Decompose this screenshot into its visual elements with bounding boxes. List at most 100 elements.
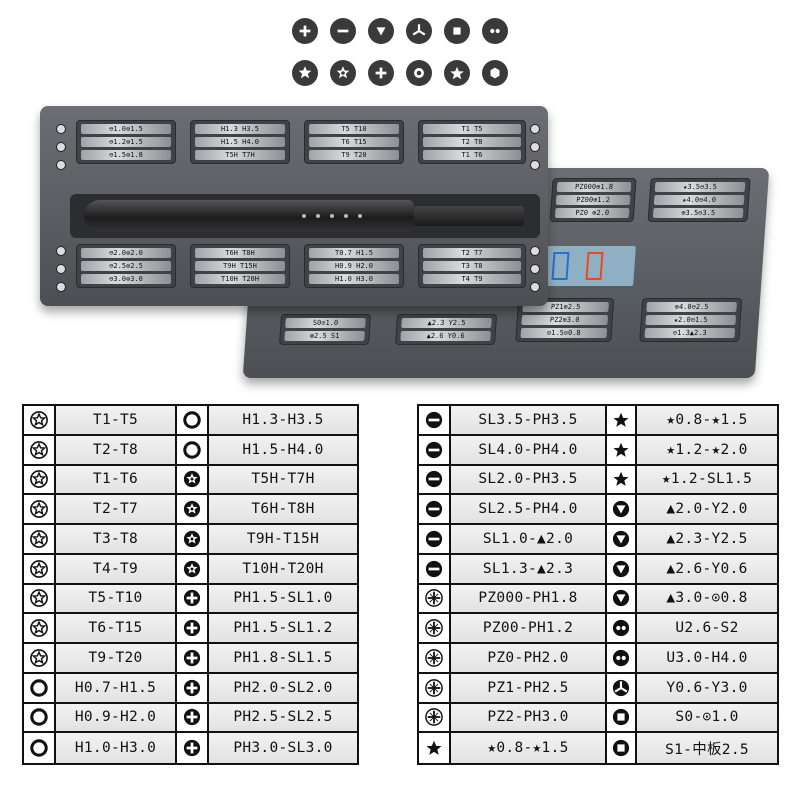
bit-spec-label: PZ2-PH3.0 xyxy=(451,703,607,734)
bit-type-icons-row-2 xyxy=(0,60,800,86)
bit-label: T1 T5 xyxy=(423,124,521,134)
bit-spec-text: PH1.5-SL1.0 xyxy=(233,590,333,607)
pentalobe-icon xyxy=(607,644,637,674)
bit-label: T5 T10 xyxy=(309,124,399,134)
bit-spec-text: ★0.8-★1.5 xyxy=(666,411,748,428)
bit-spec-text: H1.3-H3.5 xyxy=(242,411,324,428)
bit-spec-text: ★0.8-★1.5 xyxy=(487,740,569,757)
bit-spec-label: SL4.0-PH4.0 xyxy=(451,435,607,466)
star-icon xyxy=(607,406,637,436)
square-icon xyxy=(607,703,637,734)
bit-label: T2 T7 xyxy=(423,248,521,258)
bit-spec-label: SL2.5-PH4.0 xyxy=(451,495,607,525)
hex-ring-icon xyxy=(24,703,56,734)
phillips-icon xyxy=(177,733,209,763)
bit-type-marker-icon xyxy=(530,124,540,134)
phillips-icon xyxy=(368,60,394,86)
bit-spec-label: T6-T15 xyxy=(56,614,177,644)
bit-label: T0.7 H1.5 xyxy=(309,248,399,258)
bit-spec-text: T4-T9 xyxy=(92,560,139,577)
bit-spec-text: ▲2.6-Y0.6 xyxy=(666,560,748,577)
triangle-icon xyxy=(607,584,637,615)
bit-spec-text: Y0.6-Y3.0 xyxy=(666,679,748,696)
pozidriv-icon xyxy=(419,644,451,674)
tablet-graphic xyxy=(585,252,604,280)
bit-spec-label: U2.6-S2 xyxy=(637,614,777,644)
torx-star-icon xyxy=(24,495,56,525)
bit-spec-text: T5-T10 xyxy=(88,590,143,607)
bit-spec-label: SL3.5-PH3.5 xyxy=(451,406,607,436)
bit-label: H1.5 H4.0 xyxy=(195,137,285,147)
bit-type-marker-icon xyxy=(56,264,66,274)
bit-spec-label: H1.5-H4.0 xyxy=(209,435,357,466)
bit-spec-label: PZ00-PH1.2 xyxy=(451,614,607,644)
bit-label: T9H T15H xyxy=(195,261,285,271)
bit-label: ⊖1.2⊜1.5 xyxy=(81,137,171,147)
square-icon xyxy=(444,18,470,44)
bit-spec-label: PZ0-PH2.0 xyxy=(451,644,607,674)
bit-spec-text: S0-⊙1.0 xyxy=(675,709,739,726)
grip-dot xyxy=(344,214,348,218)
bit-spec-text: T6-T15 xyxy=(88,620,143,637)
bit-spec-text: SL1.0-▲2.0 xyxy=(482,530,574,547)
slotted-icon xyxy=(419,554,451,585)
bit-spec-text: SL4.0-PH4.0 xyxy=(478,441,578,458)
torx-star-icon xyxy=(24,525,56,555)
torx-star-icon xyxy=(24,406,56,436)
torx-security-icon xyxy=(177,465,209,496)
bit-spec-text: H1.0-H3.0 xyxy=(74,740,157,757)
bit-type-marker-icon xyxy=(56,282,66,292)
bit-spec-text: ★1.2-SL1.5 xyxy=(661,471,753,488)
bit-label: ⊖1.3▲2.3 xyxy=(644,328,736,338)
torx-security-icon xyxy=(177,495,209,525)
bit-type-marker-icon xyxy=(530,246,540,256)
handle-body xyxy=(84,200,414,232)
torx-star-icon xyxy=(24,584,56,615)
bit-spec-label: PH2.5-SL2.5 xyxy=(209,703,357,734)
bit-spec-text: ★1.2-★2.0 xyxy=(666,441,748,458)
bit-spec-label: ▲2.3-Y2.5 xyxy=(637,525,777,555)
bit-label: PZ2⊕3.0 xyxy=(521,315,609,325)
hexagon-icon xyxy=(482,60,508,86)
bit-type-marker-icon xyxy=(56,142,66,152)
bit-spec-label: PH1.5-SL1.2 xyxy=(209,614,357,644)
bit-type-marker-icon xyxy=(56,160,66,170)
bit-spec-label: PH1.8-SL1.5 xyxy=(209,644,357,674)
bit-spec-text: T9H-T15H xyxy=(246,530,320,547)
torx-security-icon xyxy=(177,554,209,585)
slotted-icon xyxy=(419,435,451,466)
bit-spec-text: PZ2-PH3.0 xyxy=(487,709,569,726)
bit-label: PZ0 ⊕2.0 xyxy=(554,208,630,218)
bit-label: ⊕3.5⊖3.5 xyxy=(652,208,744,218)
bit-label: T6H T8H xyxy=(195,248,285,258)
bit-spec-text: PZ00-PH1.2 xyxy=(482,620,574,637)
square-icon xyxy=(607,733,637,763)
pozidriv-icon xyxy=(419,614,451,644)
bit-spec-text: U3.0-H4.0 xyxy=(666,649,748,666)
bit-label: ⊖2.5⊜2.5 xyxy=(81,261,171,271)
bit-spec-label: T5-T10 xyxy=(56,584,177,615)
bit-spec-label: PZ1-PH2.5 xyxy=(451,673,607,704)
star-icon xyxy=(607,435,637,466)
phillips-icon xyxy=(177,644,209,674)
bit-type-icons-row-1 xyxy=(0,18,800,44)
bit-label: T3 T8 xyxy=(423,261,521,271)
bit-spec-text: T6H-T8H xyxy=(251,501,315,518)
bit-label: S0⊙1.0 xyxy=(285,318,366,328)
bit-compartment: ⊖2.0⊜2.0⊖2.5⊜2.5⊖3.0⊜3.0 xyxy=(76,244,176,288)
bit-spec-label: ▲2.0-Y2.0 xyxy=(637,495,777,525)
phillips-icon xyxy=(177,614,209,644)
phillips-icon xyxy=(177,673,209,704)
bit-label: ★3.5⊖3.5 xyxy=(654,182,746,192)
phillips-icon xyxy=(177,584,209,615)
bit-spec-label: T10H-T20H xyxy=(209,554,357,585)
triangle-icon xyxy=(607,525,637,555)
bit-spec-label: S1-中板2.5 xyxy=(637,733,777,763)
bit-spec-label: Y0.6-Y3.0 xyxy=(637,673,777,704)
bit-spec-label: T4-T9 xyxy=(56,554,177,585)
bit-spec-text: ▲3.0-⊙0.8 xyxy=(666,590,748,607)
